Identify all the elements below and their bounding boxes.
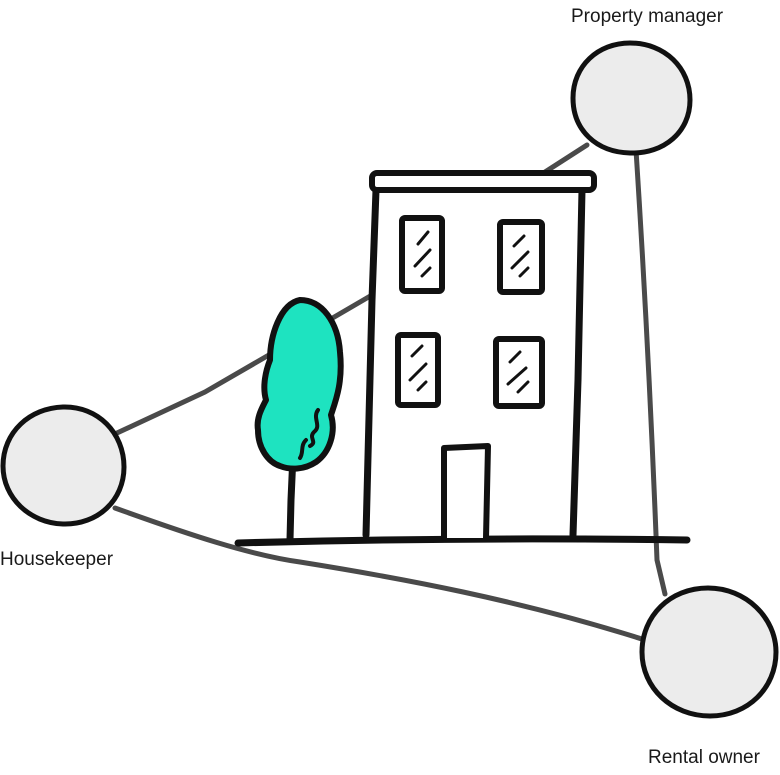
- window-top-left: [399, 215, 445, 294]
- connector-manager-to-rental-owner: [633, 147, 668, 597]
- building-door: [441, 443, 491, 541]
- tree-branch-marks: [298, 408, 320, 460]
- building-roof: [369, 170, 597, 193]
- tree-canopy: [254, 297, 344, 472]
- ground-line: [234, 535, 691, 547]
- tree-illustration: [254, 297, 344, 544]
- building-left-wall: [362, 186, 380, 539]
- window-bottom-right: [493, 336, 545, 409]
- connectors: [112, 142, 668, 643]
- building-windows: [395, 215, 545, 409]
- connector-housekeeper-to-rental-owner: [112, 505, 648, 643]
- node-rental-owner: [639, 585, 779, 719]
- node-property-manager: [570, 40, 693, 156]
- window-top-right: [497, 219, 545, 295]
- building-illustration: [362, 170, 597, 541]
- node-circle-rental-owner: [639, 585, 779, 719]
- node-housekeeper: [0, 404, 127, 527]
- connector-housekeeper-to-building: [114, 292, 375, 436]
- window-bottom-left: [395, 332, 441, 408]
- label-rental-owner: Rental owner: [648, 747, 760, 768]
- building-right-wall: [569, 186, 586, 539]
- node-circle-housekeeper: [0, 404, 127, 527]
- node-circle-property-manager: [570, 40, 693, 156]
- connector-manager-to-building: [542, 142, 590, 175]
- label-property-manager: Property manager: [571, 6, 724, 27]
- label-housekeeper: Housekeeper: [0, 549, 114, 570]
